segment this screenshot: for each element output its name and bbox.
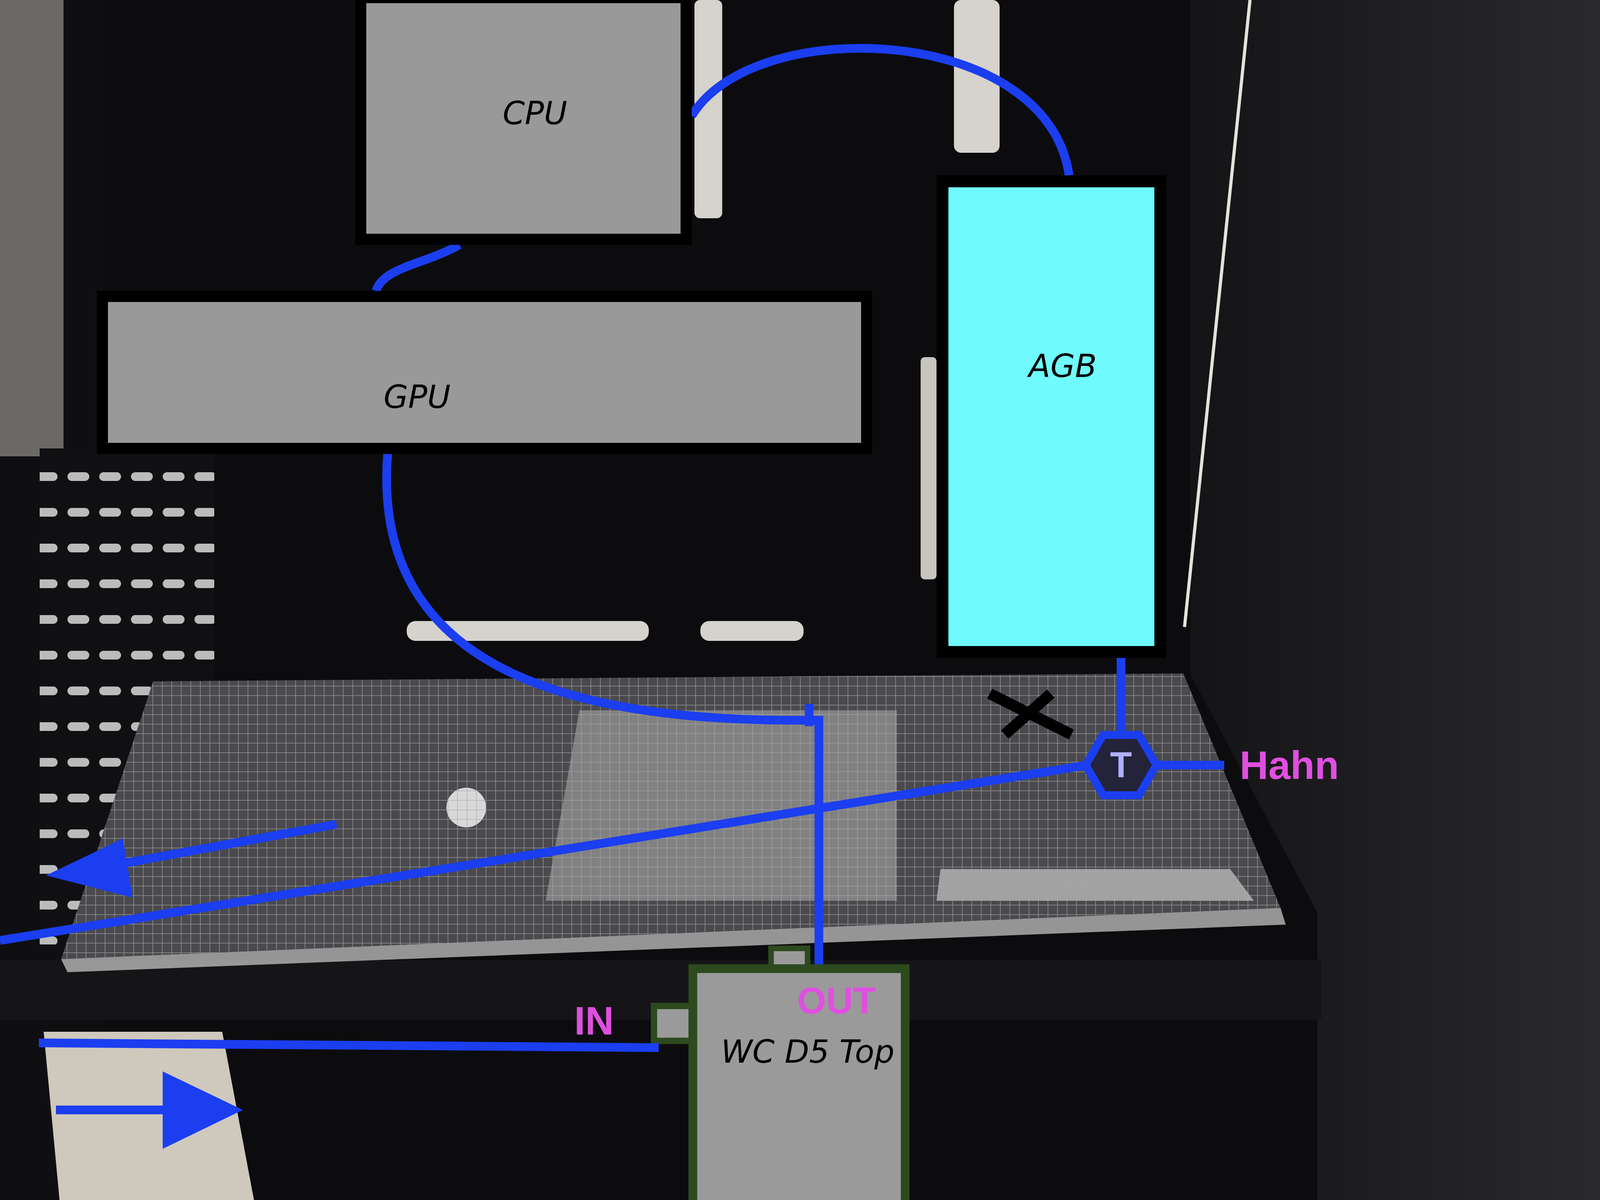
cable-slot bbox=[920, 357, 937, 580]
tap-line bbox=[1154, 760, 1225, 770]
component-label: WC D5 Top bbox=[721, 1033, 895, 1071]
component-label: GPU bbox=[383, 378, 451, 416]
reservoir-box: AGB bbox=[936, 175, 1167, 658]
fitting-label: T bbox=[1110, 744, 1133, 786]
gpu-block: GPU bbox=[96, 290, 873, 454]
plate-edge bbox=[61, 907, 1286, 973]
hexagon-shape bbox=[1085, 734, 1157, 796]
cross-mark bbox=[1004, 693, 1051, 735]
flow-arrow-head bbox=[46, 838, 133, 898]
port-label: IN bbox=[574, 998, 614, 1044]
flow-arrow-head bbox=[162, 1071, 243, 1149]
tube-in bbox=[38, 1042, 659, 1048]
pump-port bbox=[653, 1005, 692, 1041]
t-fitting-hexagon: T bbox=[1081, 730, 1161, 800]
port-label: Hahn bbox=[1239, 742, 1339, 789]
component-label: CPU bbox=[502, 94, 568, 132]
port-label: OUT bbox=[797, 979, 876, 1023]
coolant-tube bbox=[1116, 657, 1126, 734]
side-panel bbox=[1190, 0, 1600, 1200]
flow-arrow bbox=[99, 824, 337, 868]
coolant-tube bbox=[691, 48, 1070, 176]
cross-mark bbox=[989, 693, 1072, 735]
coolant-tube bbox=[386, 453, 819, 965]
flow-arrow bbox=[55, 1105, 179, 1115]
panel-edge bbox=[1184, 0, 1250, 627]
cable-slot bbox=[700, 621, 804, 641]
floor-corner bbox=[43, 1031, 254, 1200]
coolant-tube bbox=[375, 244, 460, 291]
cpu-block: CPU bbox=[355, 0, 692, 245]
tube-out bbox=[0, 765, 1088, 941]
component-label: AGB bbox=[1028, 347, 1097, 385]
